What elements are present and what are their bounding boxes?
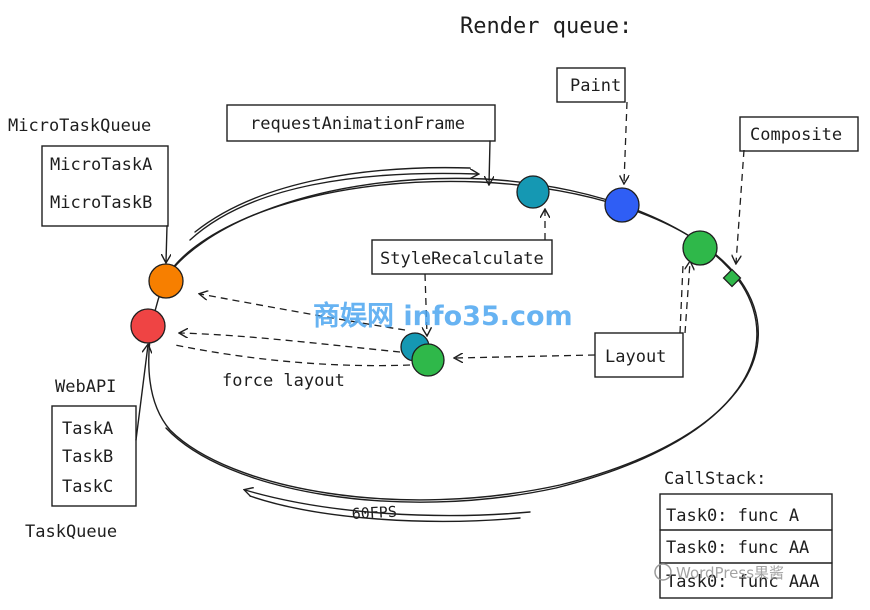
microtask-node (148, 263, 184, 299)
layout-node (682, 230, 718, 266)
force-layout-node (411, 343, 445, 377)
paint-box (556, 67, 626, 103)
force-arrow-mid (180, 333, 401, 353)
paint-node (604, 187, 640, 223)
loop-arrow-top (189, 173, 478, 241)
layout-to-green-arrow (684, 262, 690, 334)
microtask-queue-box (41, 145, 169, 227)
style-recalc-label: StyleRecalculate (380, 249, 544, 269)
layout-to-green-arrow-2 (679, 264, 684, 334)
microtask-queue-label: MicroTaskQueue (8, 116, 151, 136)
composite-label: Composite (750, 125, 842, 145)
callstack-label: CallStack: (664, 469, 766, 489)
force-arrow-low (174, 344, 411, 367)
callstack-box (659, 493, 833, 599)
event-loop-ellipse (148, 177, 759, 503)
fps-arrow-stroke (249, 495, 521, 523)
microtask-a: MicroTaskA (50, 155, 152, 175)
raf-label: requestAnimationFrame (250, 114, 465, 134)
microtask-arrow (166, 225, 167, 262)
composite-box (739, 116, 859, 152)
callstack-item-1: Task0: func A (666, 506, 799, 526)
layout-to-pair-arrow (455, 355, 596, 358)
callstack-item-2: Task0: func AA (666, 538, 809, 558)
microtask-b: MicroTaskB (50, 193, 152, 213)
layout-label: Layout (605, 347, 666, 367)
task-c: TaskC (62, 477, 113, 497)
wechat-icon (654, 563, 672, 581)
callstack-item-3: Task0: func AAA (666, 572, 820, 592)
force-arrow-top (200, 294, 406, 331)
task-node (130, 308, 166, 344)
paint-arrow (624, 101, 627, 183)
force-layout-label: force layout (222, 371, 345, 391)
fps-arrow (245, 490, 531, 517)
fps-label: 60FPS (351, 503, 397, 523)
style-to-pair-arrow (425, 273, 427, 335)
raf-arrow (489, 140, 490, 184)
loop-arrow-top-stroke (194, 166, 471, 233)
watermark-text: 商娱网 info35.com (313, 301, 573, 332)
task-queue-label: TaskQueue (25, 522, 117, 542)
style-recalc-box (371, 239, 553, 275)
composite-node (722, 268, 742, 288)
composite-arrow (736, 149, 745, 263)
task-a: TaskA (62, 419, 113, 439)
task-b: TaskB (62, 447, 113, 467)
webapi-label: WebAPI (55, 377, 116, 397)
task-queue-box (51, 405, 137, 507)
watermark-wechat: WordPress果酱 (676, 564, 784, 582)
raf-box (226, 104, 496, 142)
render-queue-title: Render queue: (460, 14, 632, 39)
taskqueue-arrow (135, 345, 148, 441)
paint-label: Paint (570, 76, 621, 96)
raf-node (516, 175, 550, 209)
